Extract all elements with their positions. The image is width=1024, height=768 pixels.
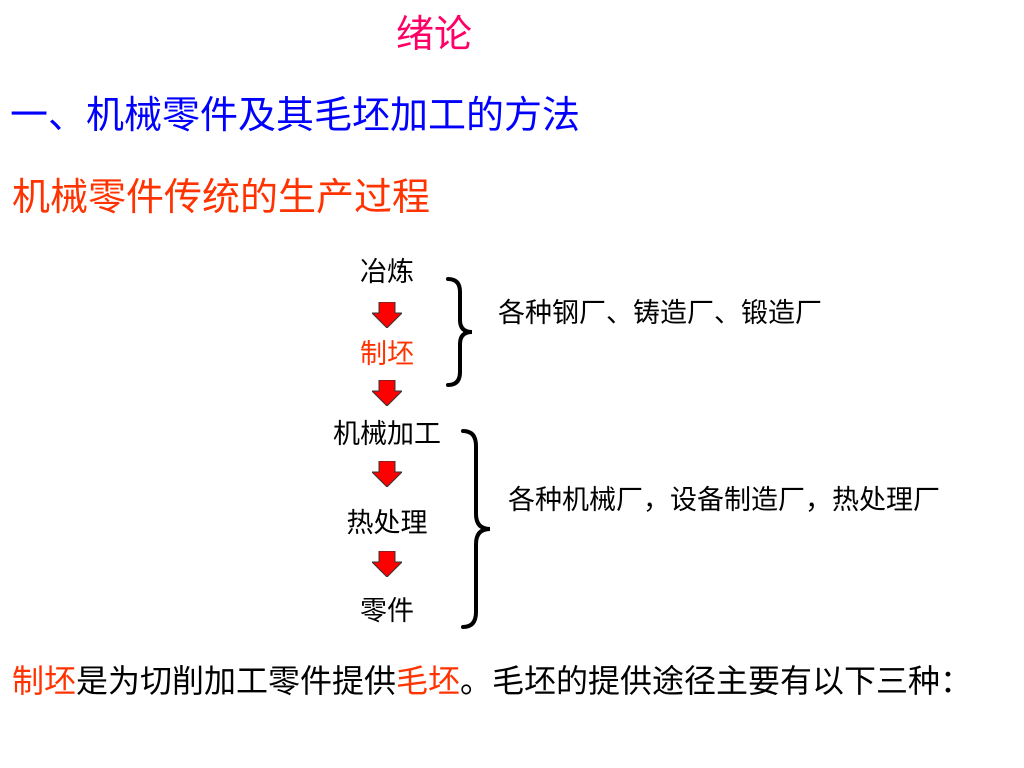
paragraph-text: 是为切削加工零件提供 <box>76 662 397 700</box>
highlight-blank-making: 制坯 <box>12 662 77 700</box>
right-brace-icon <box>461 429 491 629</box>
red-down-arrow-icon <box>372 302 402 328</box>
flow-step-machining: 机械加工 <box>333 419 441 450</box>
subsection-heading: 机械零件传统的生产过程 <box>12 175 431 219</box>
body-paragraph: 制坯是为切削加工零件提供毛坯。毛坯的提供途径主要有以下三种： <box>12 660 1012 702</box>
flow-step-blank-making: 制坯 <box>360 339 414 370</box>
highlight-blank: 毛坯 <box>396 662 461 700</box>
red-down-arrow-icon <box>372 380 402 406</box>
flow-step-heat-treatment: 热处理 <box>346 508 428 539</box>
flow-step-part: 零件 <box>360 596 414 627</box>
flow-step-smelting: 冶炼 <box>360 257 414 288</box>
right-brace-icon <box>446 277 473 387</box>
group-note-mills-foundries: 各种钢厂、铸造厂、锻造厂 <box>498 298 822 329</box>
red-down-arrow-icon <box>372 551 402 577</box>
paragraph-text: 。毛坯的提供途径主要有以下三种： <box>460 662 973 700</box>
group-note-machinery-plants: 各种机械厂，设备制造厂，热处理厂 <box>508 485 940 516</box>
red-down-arrow-icon <box>372 461 402 487</box>
page-title: 绪论 <box>396 12 473 56</box>
section-heading: 一、机械零件及其毛坯加工的方法 <box>10 93 581 137</box>
